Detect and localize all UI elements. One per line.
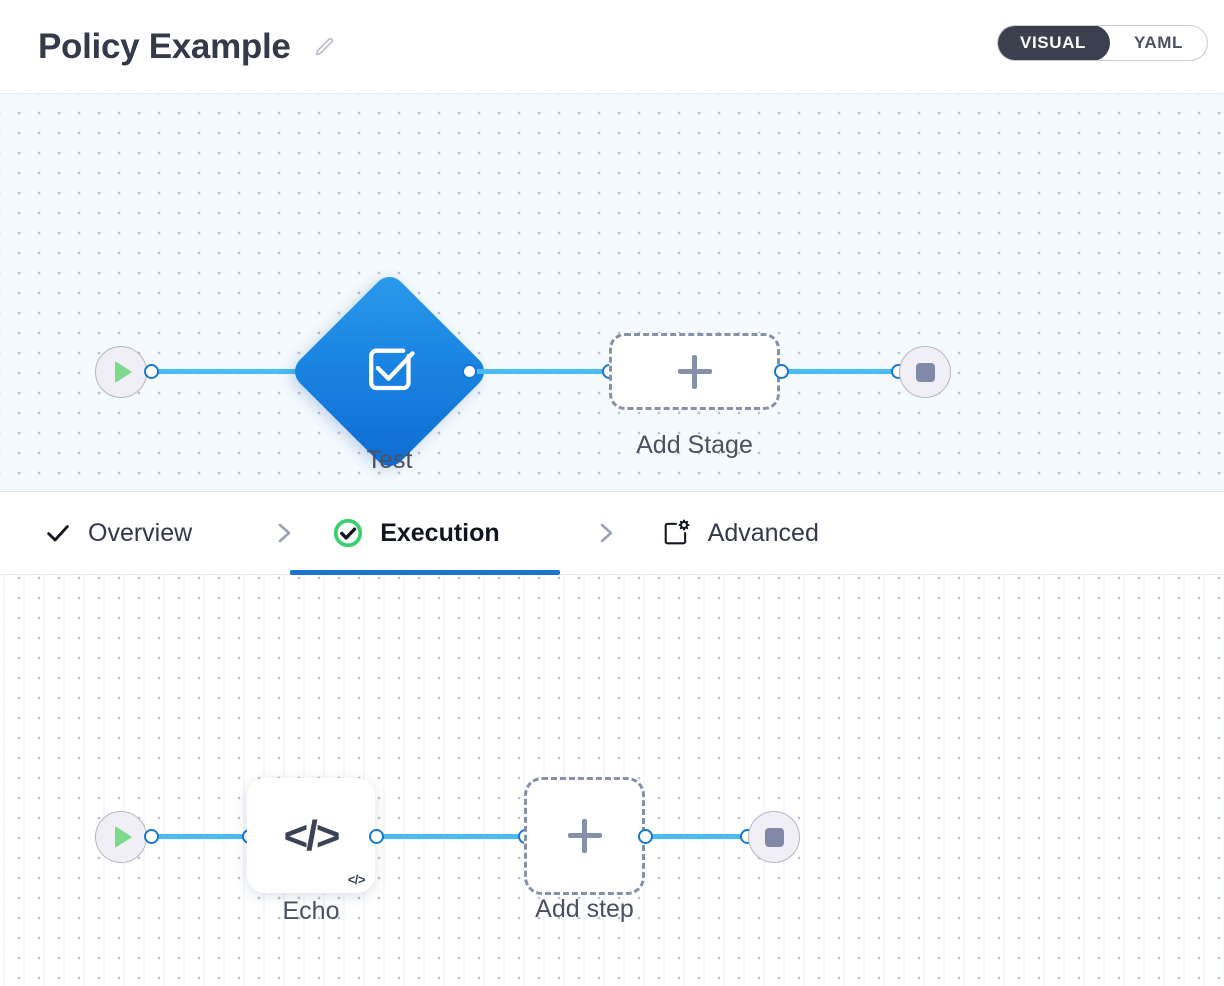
port-start-out[interactable] [144,364,159,379]
step-end-node[interactable] [748,811,800,863]
plus-icon [567,819,602,853]
port-addstage-out[interactable] [774,364,789,379]
stage-start-node[interactable] [95,346,147,398]
start-terminal-circle [95,346,147,398]
pencil-icon[interactable] [311,34,337,60]
port-addstep-out[interactable] [638,829,653,844]
connector-start-test [150,369,316,374]
add-stage-label: Add Stage [636,431,753,459]
tab-advanced[interactable]: Advanced [660,492,819,575]
step-canvas[interactable]: </> </> Echo Add step [0,575,1224,986]
step-node-echo[interactable]: </> </> [247,778,375,893]
play-icon [115,361,132,383]
box-gear-icon [660,517,692,549]
mode-toggle-visual[interactable]: VISUAL [997,26,1110,60]
chevron-right-icon-1 [272,518,296,548]
check-icon [44,519,72,547]
tab-execution[interactable]: Execution [290,492,560,575]
add-step-button[interactable] [524,777,645,895]
connector-test-addstage [468,369,618,374]
port-test-out[interactable] [462,364,477,379]
end-terminal-circle [748,811,800,863]
section-tabbar: Overview Execution Advanced [0,492,1224,575]
port-echo-out[interactable] [369,829,384,844]
stage-diamond [288,270,491,473]
connector-addstep-end [645,834,755,839]
play-icon [115,826,132,848]
check-circle-icon [332,517,364,549]
stop-icon [764,827,784,847]
stage-canvas[interactable]: Test Add Stage [0,94,1224,492]
code-icon: </> [283,811,341,859]
plus-icon [677,354,712,389]
stop-icon [915,362,935,382]
mode-toggle[interactable]: VISUAL YAML [996,25,1208,61]
port-start-out[interactable] [144,829,159,844]
tab-advanced-label: Advanced [707,518,819,547]
tab-active-underline [290,569,560,575]
connector-echo-addstep [375,834,535,839]
stage-node-test[interactable] [288,270,491,473]
tab-overview[interactable]: Overview [44,492,192,575]
end-terminal-circle [899,346,951,398]
connector-addstage-end [780,369,905,374]
step-start-node[interactable] [95,811,147,863]
tab-overview-label: Overview [88,518,193,547]
page-title: Policy Example [38,26,291,66]
connector-start-echo [150,834,260,839]
stage-end-node[interactable] [899,346,951,398]
mode-toggle-yaml[interactable]: YAML [1110,26,1207,60]
checked-box-icon [358,337,422,406]
step-label-echo: Echo [282,897,340,925]
code-badge-icon: </> [347,872,366,887]
chevron-right-icon-2 [594,518,618,548]
page-header: Policy Example VISUAL YAML [0,0,1224,94]
add-step-label: Add step [535,895,634,923]
tab-execution-label: Execution [380,518,500,547]
start-terminal-circle [95,811,147,863]
stage-label-test: Test [366,446,413,474]
add-stage-button[interactable] [609,333,780,410]
